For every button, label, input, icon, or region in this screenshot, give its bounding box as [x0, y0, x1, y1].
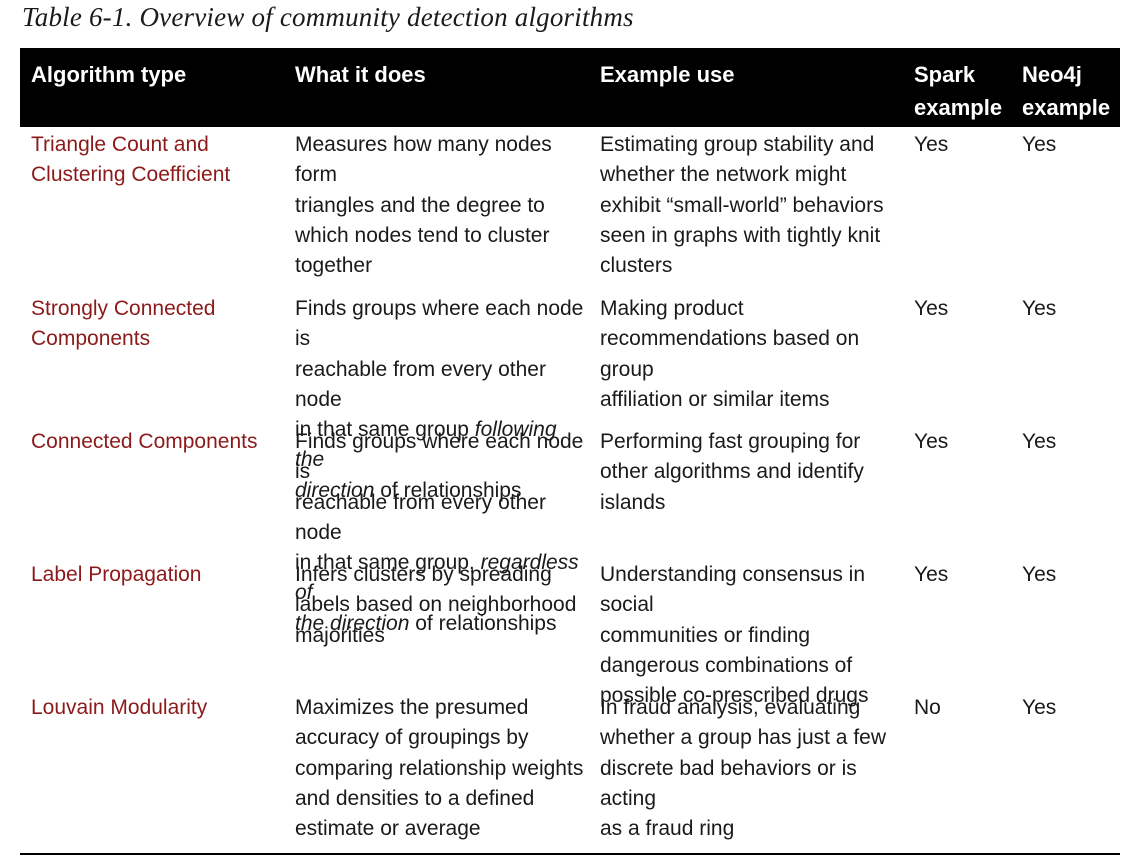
description-line: in that same group, regardless of — [295, 548, 585, 609]
header-example-use: Example use — [600, 62, 735, 87]
neo4j-example-value: Yes — [1022, 696, 1057, 719]
example-line: Understanding consensus in social — [600, 563, 866, 617]
example-line: clusters — [600, 254, 673, 278]
description-line: and densities to a defined — [295, 786, 535, 810]
example-line: islands — [600, 490, 666, 514]
description-line: together — [295, 254, 373, 278]
description-emphasis: the direction — [295, 611, 410, 635]
example-use: Making product recommendations based on … — [600, 294, 900, 415]
algorithm-name-line: Connected Components — [31, 430, 258, 453]
description-text: in that same group — [295, 418, 475, 442]
header-neo4j-line2: example — [1022, 95, 1111, 120]
header-neo4j-line1: Neo4j — [1022, 62, 1082, 87]
header-what-it-does: What it does — [295, 62, 426, 87]
description-line: Finds groups where each node is — [295, 430, 584, 484]
header-spark-line2: example — [914, 95, 1003, 120]
example-use: Understanding consensus in social commun… — [600, 560, 900, 711]
algorithm-description: Finds groups where each node is reachabl… — [295, 427, 585, 639]
neo4j-example-value: Yes — [1022, 133, 1057, 156]
example-line: affiliation or similar items — [600, 387, 830, 411]
example-line: communities or finding — [600, 623, 811, 647]
example-use: Estimating group stability and whether t… — [600, 130, 900, 281]
example-line: Making product — [600, 297, 744, 320]
spark-example-value: Yes — [914, 563, 949, 586]
description-line: Infers clusters by spreading — [295, 563, 552, 586]
example-line: discrete bad behaviors or is acting — [600, 756, 857, 810]
example-line: exhibit “small-world” behaviors — [600, 193, 884, 217]
table-bottom-rule — [20, 853, 1120, 855]
header-spark-line1: Spark — [914, 62, 976, 87]
description-line: in that same group following the — [295, 415, 585, 476]
description-line: majorities — [295, 623, 385, 647]
header-spark-example: Spark example — [914, 58, 1009, 124]
algorithm-name-line: Clustering Coefficient — [31, 163, 231, 187]
spark-example-value: Yes — [914, 297, 949, 320]
spark-example-value: No — [914, 696, 941, 719]
algorithm-name: Louvain Modularity — [31, 693, 281, 723]
neo4j-example-value: Yes — [1022, 430, 1057, 453]
description-emphasis: following the — [295, 418, 557, 472]
table-row: Connected Components Finds groups where … — [20, 427, 1120, 635]
algorithm-description: Maximizes the presumed accuracy of group… — [295, 693, 585, 844]
description-line: reachable from every other node — [295, 357, 546, 411]
description-emphasis: regardless of — [295, 551, 579, 605]
spark-example-value: Yes — [914, 133, 949, 156]
algorithm-name-line: Triangle Count and — [31, 133, 209, 156]
description-text: of relationships — [374, 478, 522, 502]
description-text: of relationships — [409, 611, 557, 635]
spark-example-value: Yes — [914, 430, 949, 453]
example-line: as a fraud ring — [600, 817, 735, 841]
table-row: Louvain Modularity Maximizes the presume… — [20, 693, 1120, 848]
description-line: direction of relationships — [295, 476, 585, 506]
neo4j-example-value: Yes — [1022, 563, 1057, 586]
example-line: recommendations based on group — [600, 327, 860, 381]
example-line: dangerous combinations of — [600, 653, 853, 677]
table-caption: Table 6-1. Overview of community detecti… — [22, 2, 634, 32]
table-row: Triangle Count and Clustering Coefficien… — [20, 130, 1120, 290]
algorithm-name-line: Strongly Connected — [31, 297, 216, 320]
description-text: in that same group, — [295, 551, 481, 575]
table-row: Strongly Connected Components Finds grou… — [20, 294, 1120, 502]
example-line: Performing fast grouping for — [600, 430, 861, 453]
algorithm-name-line: Louvain Modularity — [31, 696, 208, 719]
algorithm-name-line: Label Propagation — [31, 563, 202, 586]
example-line: other algorithms and identify — [600, 460, 864, 484]
algorithm-name: Label Propagation — [31, 560, 281, 590]
example-line: seen in graphs with tightly knit — [600, 223, 881, 247]
algorithm-name-line: Components — [31, 327, 151, 351]
description-line: Measures how many nodes form — [295, 133, 552, 187]
example-line: possible co-prescribed drugs — [600, 684, 869, 708]
example-line: In fraud analysis, evaluating — [600, 696, 861, 719]
algorithm-description: Finds groups where each node is reachabl… — [295, 294, 585, 506]
community-detection-table: Algorithm type What it does Example use … — [20, 48, 1120, 840]
description-line: which nodes tend to cluster — [295, 223, 550, 247]
header-neo4j-example: Neo4j example — [1022, 58, 1117, 124]
algorithm-description: Measures how many nodes form triangles a… — [295, 130, 585, 281]
example-line: whether the network might — [600, 163, 847, 187]
neo4j-example-value: Yes — [1022, 297, 1057, 320]
algorithm-name: Strongly Connected Components — [31, 294, 281, 355]
example-line: whether a group has just a few — [600, 726, 887, 750]
description-emphasis: direction — [295, 478, 375, 502]
description-line: Finds groups where each node is — [295, 297, 584, 351]
algorithm-name: Connected Components — [31, 427, 281, 457]
description-line: Maximizes the presumed — [295, 696, 529, 719]
description-line: estimate or average — [295, 817, 481, 841]
example-use: Performing fast grouping for other algor… — [600, 427, 900, 518]
table-header: Algorithm type What it does Example use … — [20, 48, 1120, 127]
table-row: Label Propagation Infers clusters by spr… — [20, 560, 1120, 707]
algorithm-description: Infers clusters by spreading labels base… — [295, 560, 585, 651]
algorithm-name: Triangle Count and Clustering Coefficien… — [31, 130, 281, 191]
description-line: triangles and the degree to — [295, 193, 545, 217]
header-algorithm-type: Algorithm type — [31, 62, 187, 87]
description-line: labels based on neighborhood — [295, 593, 577, 617]
description-line: comparing relationship weights — [295, 756, 584, 780]
description-line: reachable from every other node — [295, 490, 546, 544]
description-line: accuracy of groupings by — [295, 726, 529, 750]
example-line: Estimating group stability and — [600, 133, 875, 156]
example-use: In fraud analysis, evaluating whether a … — [600, 693, 900, 844]
description-line: the direction of relationships — [295, 609, 585, 639]
